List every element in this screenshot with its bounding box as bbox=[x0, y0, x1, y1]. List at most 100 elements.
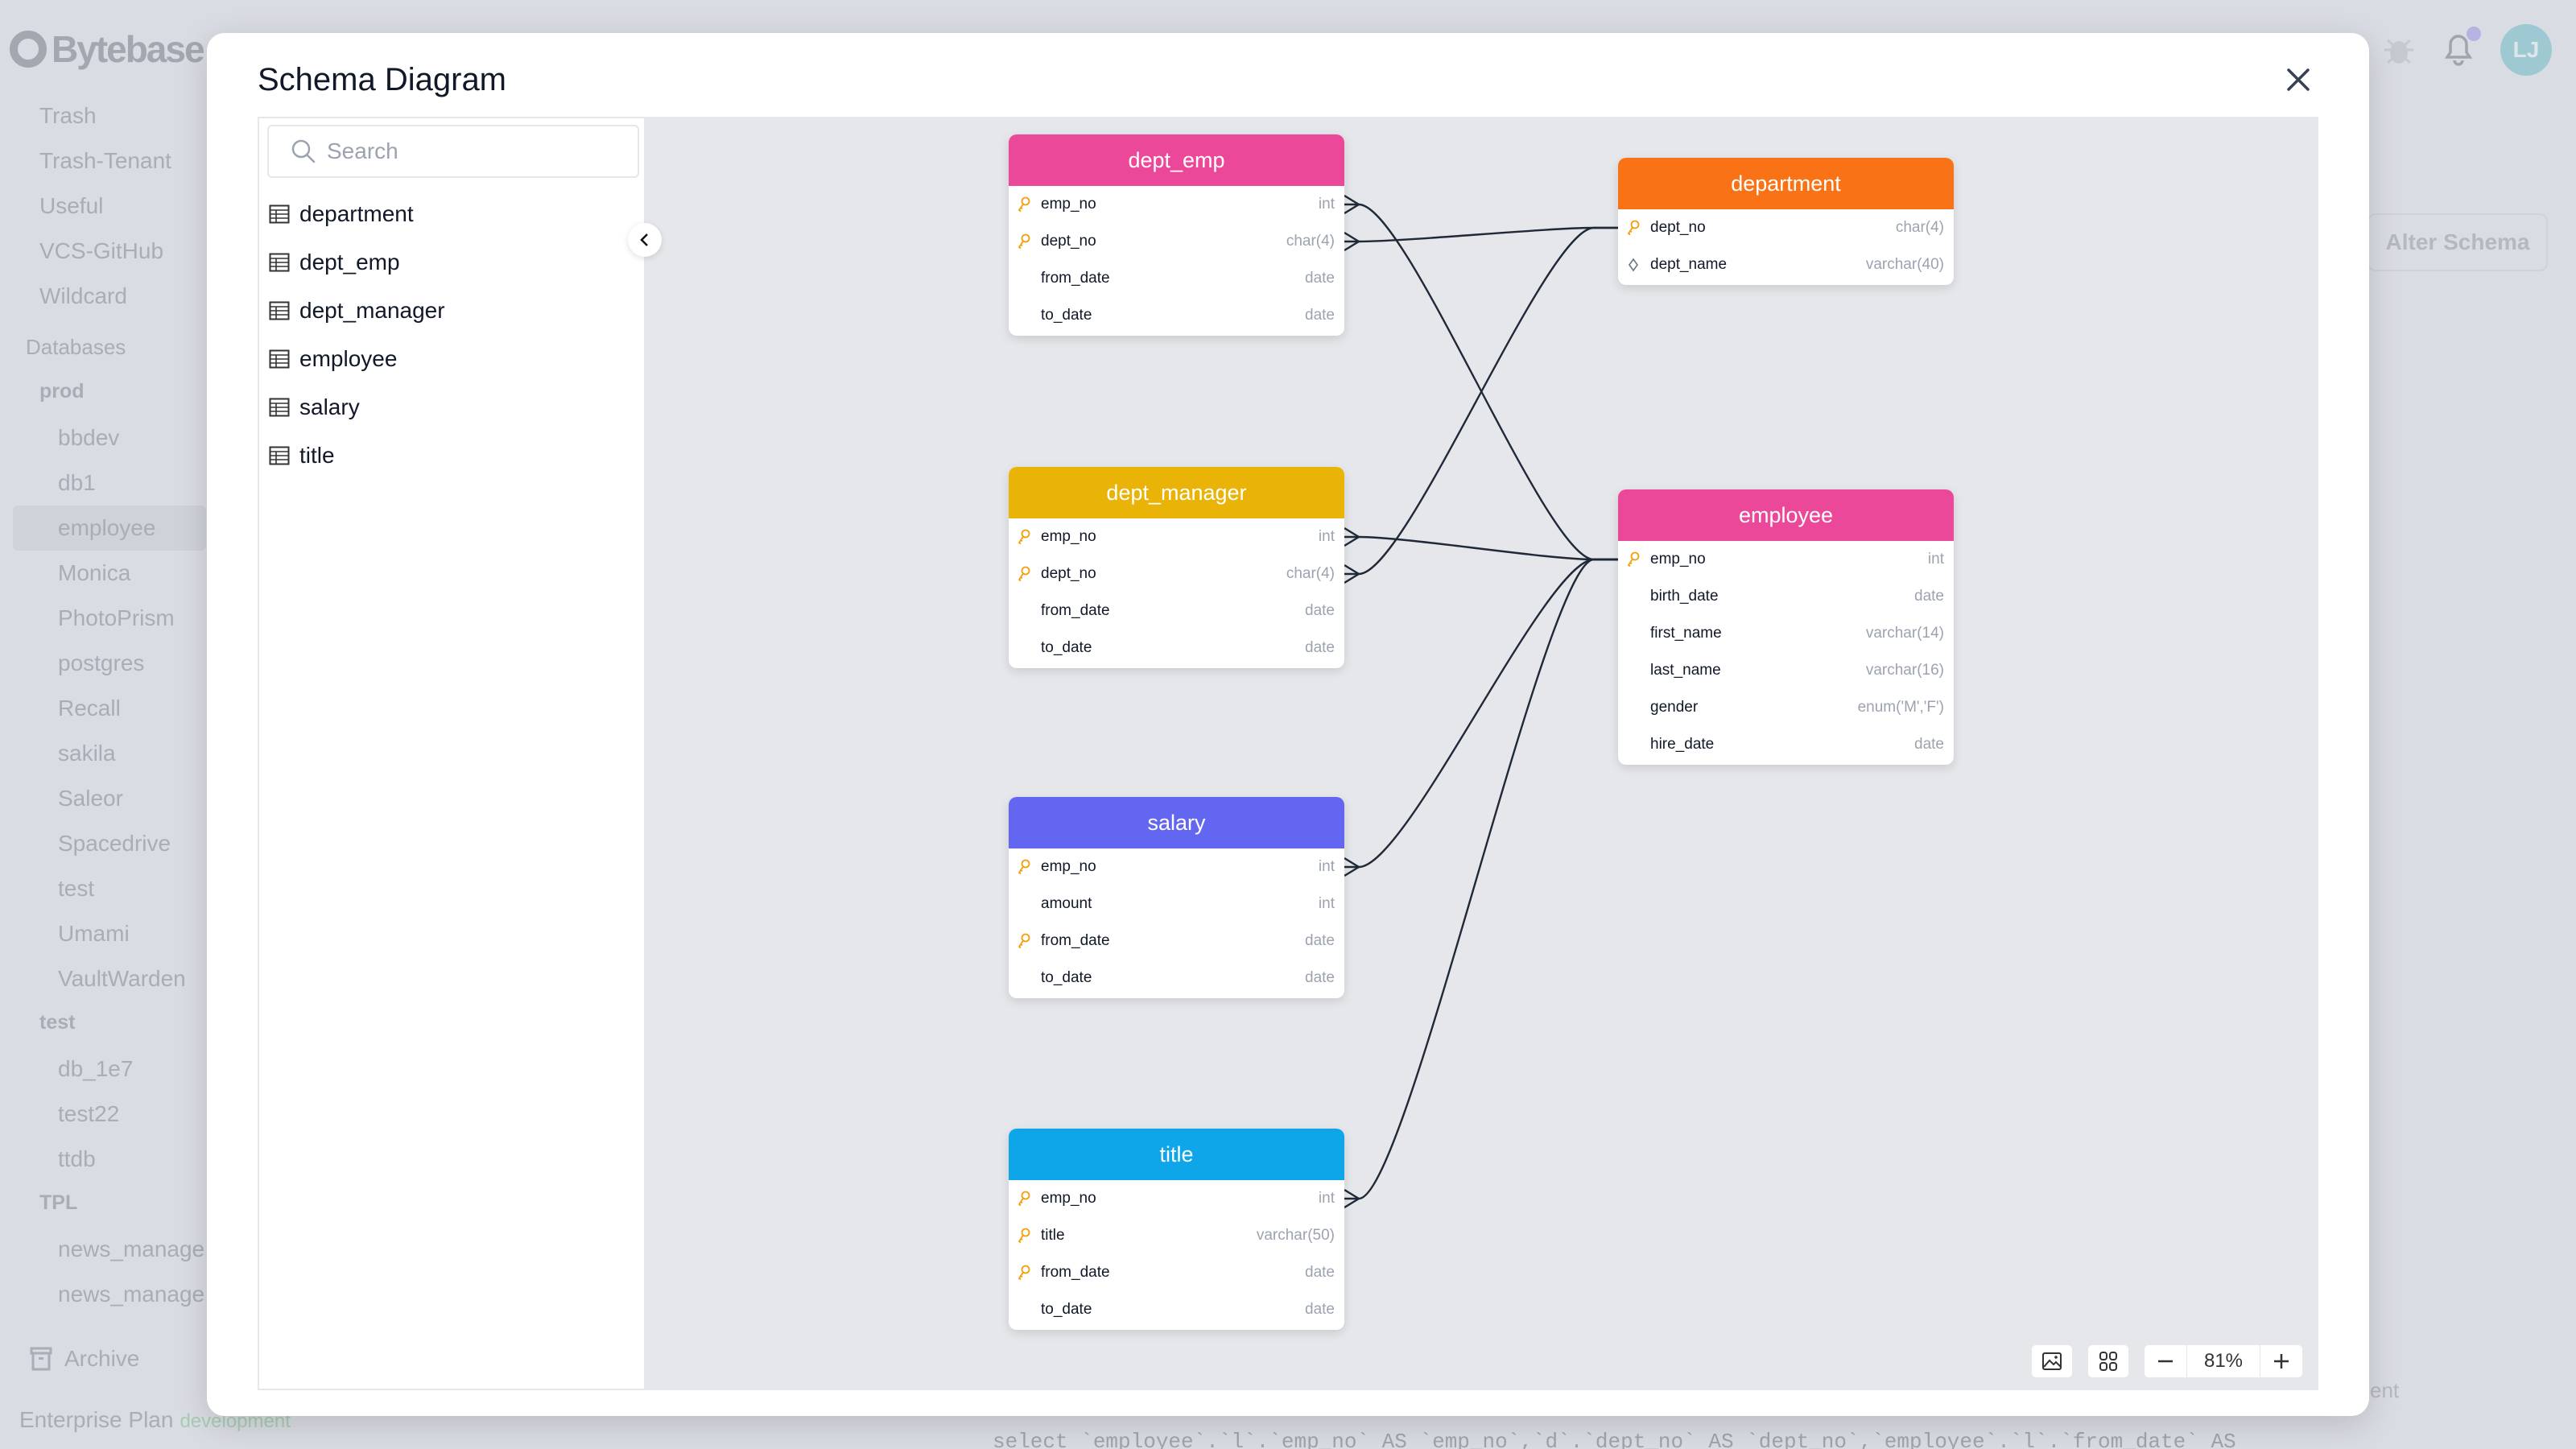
column-type: enum('M','F') bbox=[1857, 699, 1944, 716]
close-button[interactable] bbox=[2282, 64, 2314, 96]
sidebar-db-item[interactable]: Saleor bbox=[58, 786, 123, 811]
avatar[interactable]: LJ bbox=[2500, 24, 2552, 76]
sidebar-db-item[interactable]: Recall bbox=[58, 696, 121, 720]
table-list-label: dept_manager bbox=[299, 298, 445, 323]
table-header: department bbox=[1618, 158, 1954, 209]
table-list-label: title bbox=[299, 443, 335, 468]
bell-icon bbox=[2444, 34, 2473, 66]
zoom-control: 81% bbox=[2145, 1345, 2302, 1377]
fit-view-button[interactable] bbox=[2088, 1345, 2128, 1377]
sidebar-db-item[interactable]: news_manage bbox=[58, 1236, 205, 1261]
relation-line bbox=[1344, 558, 1618, 1200]
key-icon bbox=[1018, 529, 1030, 545]
column-name: emp_no bbox=[1041, 1190, 1096, 1207]
sidebar-section-label: Databases bbox=[26, 335, 126, 359]
sidebar-item[interactable]: Useful bbox=[39, 193, 104, 218]
sidebar-db-item[interactable]: db_1e7 bbox=[58, 1056, 134, 1081]
table-header: salary bbox=[1009, 797, 1344, 848]
sidebar-item[interactable]: Trash-Tenant bbox=[39, 148, 171, 173]
sidebar-group[interactable]: test bbox=[39, 1011, 76, 1034]
sidebar-item[interactable]: Trash bbox=[39, 103, 97, 128]
relation-lines bbox=[1344, 194, 1618, 1209]
column-name: to_date bbox=[1041, 969, 1092, 986]
notifications-button[interactable] bbox=[2441, 26, 2481, 71]
sidebar-db-item[interactable]: news_manage bbox=[58, 1282, 205, 1307]
column-row: emp_no int bbox=[1009, 518, 1344, 555]
plus-icon bbox=[2274, 1354, 2289, 1368]
export-image-button[interactable] bbox=[2032, 1345, 2072, 1377]
column-type: varchar(40) bbox=[1865, 256, 1944, 273]
sidebar-db-item[interactable]: db1 bbox=[58, 470, 96, 495]
bug-icon[interactable] bbox=[2381, 32, 2417, 68]
table-header: dept_emp bbox=[1009, 134, 1344, 186]
table-header: title bbox=[1009, 1129, 1344, 1180]
column-name: last_name bbox=[1650, 662, 1721, 679]
column-icon bbox=[1017, 639, 1034, 657]
column-row: gender enum('M','F') bbox=[1618, 689, 1954, 726]
search-input[interactable] bbox=[327, 138, 633, 164]
key-icon bbox=[1018, 566, 1030, 582]
sidebar-db-item[interactable]: employee bbox=[58, 515, 156, 540]
sidebar-db-item[interactable]: ttdb bbox=[58, 1146, 96, 1171]
column-type: char(4) bbox=[1286, 565, 1335, 582]
zoom-out-button[interactable] bbox=[2145, 1345, 2186, 1377]
column-type: int bbox=[1318, 528, 1335, 545]
column-icon bbox=[1626, 219, 1644, 237]
sidebar-item-archive[interactable]: Archive bbox=[29, 1346, 139, 1372]
sidebar-db-item[interactable]: Umami bbox=[58, 921, 130, 946]
column-name: gender bbox=[1650, 699, 1699, 716]
sidebar-item[interactable]: Wildcard bbox=[39, 283, 127, 308]
table-icon bbox=[269, 253, 290, 272]
table-list-item[interactable]: department bbox=[269, 201, 414, 227]
column-icon bbox=[1017, 602, 1034, 620]
zoom-in-button[interactable] bbox=[2260, 1345, 2302, 1377]
column-icon bbox=[1626, 551, 1644, 568]
sidebar-db-item[interactable]: VaultWarden bbox=[58, 966, 186, 991]
key-icon bbox=[1018, 1265, 1030, 1281]
column-name: from_date bbox=[1041, 602, 1110, 619]
table-list-item[interactable]: dept_manager bbox=[269, 298, 445, 324]
column-type: int bbox=[1318, 858, 1335, 875]
sidebar-group[interactable]: TPL bbox=[39, 1191, 78, 1214]
column-icon bbox=[1626, 699, 1644, 716]
sidebar-db-item[interactable]: test bbox=[58, 876, 95, 901]
sidebar-group[interactable]: prod bbox=[39, 380, 85, 402]
alter-schema-button[interactable]: Alter Schema bbox=[2368, 213, 2548, 271]
column-name: emp_no bbox=[1041, 528, 1096, 545]
relation-line bbox=[1344, 226, 1618, 243]
chevron-left-icon bbox=[640, 233, 648, 246]
sidebar-item[interactable]: VCS-GitHub bbox=[39, 238, 164, 263]
crows-foot-marker bbox=[1344, 1188, 1361, 1209]
sidebar-db-item[interactable]: Monica bbox=[58, 560, 131, 585]
sidebar-db-item[interactable]: Spacedrive bbox=[58, 831, 171, 856]
sidebar-db-item[interactable]: bbdev bbox=[58, 425, 120, 450]
table-header: employee bbox=[1618, 489, 1954, 541]
collapse-panel-button[interactable] bbox=[628, 223, 662, 257]
sidebar-db-item[interactable]: sakila bbox=[58, 741, 116, 766]
column-type: int bbox=[1927, 551, 1944, 568]
sidebar-db-item[interactable]: PhotoPrism bbox=[58, 605, 175, 630]
column-icon bbox=[1017, 969, 1034, 987]
table-list-item[interactable]: salary bbox=[269, 394, 360, 420]
sidebar-db-item[interactable]: test22 bbox=[58, 1101, 120, 1126]
table-list-item[interactable]: employee bbox=[269, 346, 397, 372]
table-list-item[interactable]: dept_emp bbox=[269, 250, 400, 275]
table-list-item[interactable]: title bbox=[269, 443, 335, 469]
column-type: date bbox=[1305, 307, 1335, 324]
sidebar-db-item[interactable]: postgres bbox=[58, 650, 145, 675]
logo-icon bbox=[10, 31, 47, 68]
crows-foot-marker bbox=[1344, 564, 1361, 584]
column-icon bbox=[1017, 1190, 1034, 1208]
